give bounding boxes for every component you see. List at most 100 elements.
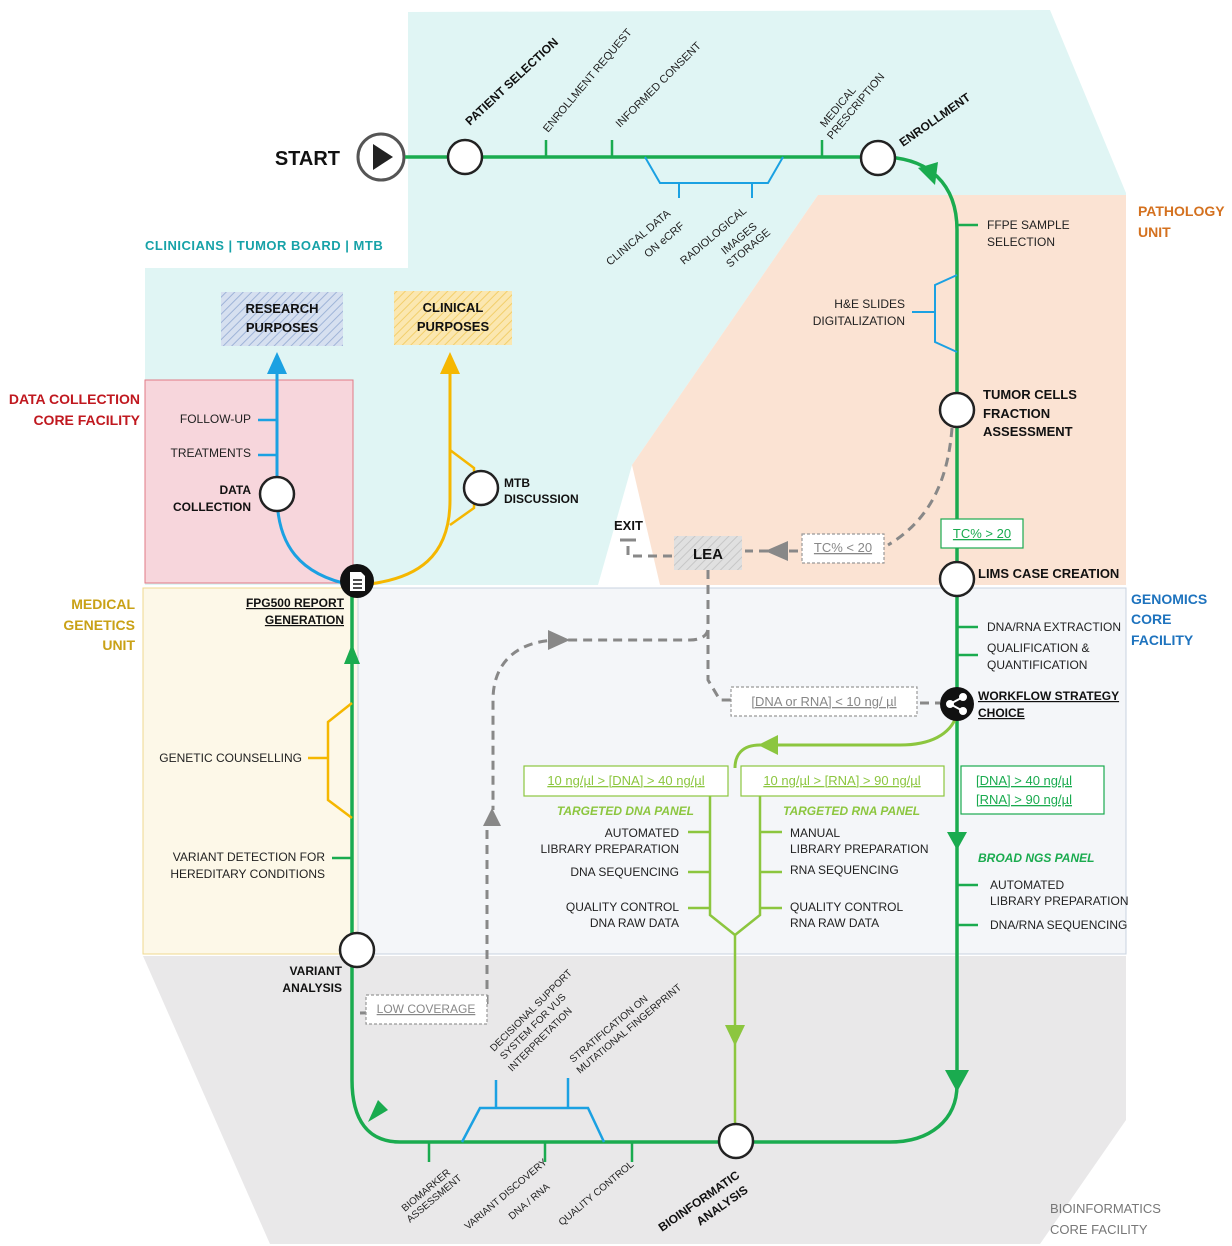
svg-text:LEA: LEA [693,546,723,563]
play-icon [373,144,393,170]
ffpe-label-2: SELECTION [987,235,1055,249]
tumor-cells-node[interactable] [938,391,976,429]
svg-text:CLINICAL: CLINICAL [423,300,484,315]
report-node[interactable] [340,564,374,598]
arrow-targeted-down [725,1025,745,1046]
data-collection-area-title-1: DATA COLLECTION [9,391,140,407]
mtb-label-2: DISCUSSION [504,492,579,506]
variant-analysis-label-2: ANALYSIS [282,981,342,995]
workflow-label-2: CHOICE [978,706,1025,720]
data-collection-label-1: DATA [219,483,251,497]
share-icon [946,693,967,715]
arrow-clinical [440,352,460,374]
tumor-cells-label-1: TUMOR CELLS [983,387,1077,402]
rna-qc-label-1: QUALITY CONTROL [790,900,903,914]
dna-range-box: 10 ng/µl > [DNA] > 40 ng/µl [523,765,729,797]
tc-low-path [887,427,954,547]
arrow-research [267,352,287,374]
variant-detection-label-1: VARIANT DETECTION FOR [173,850,326,864]
broad-condition-box: [DNA] > 40 ng/µl [RNA] > 90 ng/µl [960,765,1105,815]
variant-detection-label-2: HEREDITARY CONDITIONS [170,867,325,881]
exit-label: EXIT [614,518,643,533]
svg-text:TC% < 20: TC% < 20 [814,540,872,555]
arrow-targeted [758,735,778,755]
svg-text:PURPOSES: PURPOSES [417,319,490,334]
bioinformatics-region [143,956,1126,1244]
pathology-area-title-2: UNIT [1138,224,1171,240]
bioinformatics-area-title-2: CORE FACILITY [1050,1222,1148,1237]
arrow-report [344,644,360,664]
rna-seq-label: RNA SEQUENCING [790,863,899,877]
treatments-label: TREATMENTS [171,446,251,460]
svg-text:TC% > 20: TC% > 20 [953,526,1011,541]
dna-auto-label-2: LIBRARY PREPARATION [541,842,680,856]
bioinfo-bracket [460,1106,606,1143]
svg-text:PURPOSES: PURPOSES [246,320,319,335]
broad-seq-label: DNA/RNA SEQUENCING [990,918,1127,932]
dna-qc-label-2: DNA RAW DATA [590,916,679,930]
medical-genetics-area-title-2: GENETICS [63,617,135,633]
targeted-dna-panel-title: TARGETED DNA PANEL [557,804,694,818]
clinical-data-bracket [644,156,784,184]
medical-genetics-area-title-1: MEDICAL [71,596,135,612]
clinicians-area-title: CLINICIANS | TUMOR BOARD | MTB [145,238,383,253]
tumor-cells-label-2: FRACTION [983,406,1050,421]
rna-range-box: 10 ng/µl > [RNA] > 90 ng/µl [740,765,945,797]
clinical-path [359,372,452,587]
targeted-branch [733,714,959,769]
arrow-grey-right [548,630,570,650]
enrollment-node[interactable] [859,139,897,177]
tumor-cells-label-3: ASSESSMENT [983,424,1073,439]
svg-text:[RNA] > 90 ng/µl: [RNA] > 90 ng/µl [976,792,1072,807]
data-collection-node[interactable] [258,475,296,513]
qualification-label-2: QUANTIFICATION [987,658,1087,672]
low-conc-path [706,630,735,702]
svg-text:[DNA] > 40 ng/µl: [DNA] > 40 ng/µl [976,773,1072,788]
variant-analysis-node[interactable] [338,931,376,969]
report-label-1: FPG500 REPORT [246,596,345,610]
arrow-broad [947,832,967,850]
he-slides-bracket [934,274,958,353]
dna-qc-label-1: QUALITY CONTROL [566,900,679,914]
pathology-region [632,195,1126,585]
data-collection-area-title-2: CORE FACILITY [33,412,140,428]
medical-genetics-region [142,587,359,955]
svg-text:10 ng/µl > [RNA] > 90 ng/µl: 10 ng/µl > [RNA] > 90 ng/µl [763,773,920,788]
variant-analysis-label-1: VARIANT [290,964,343,978]
arrow-bioinfo-down [945,1070,969,1092]
workflow-strategy-node[interactable] [940,687,974,721]
patient-selection-node[interactable] [446,138,484,176]
targeted-rna-panel-title: TARGETED RNA PANEL [783,804,920,818]
bioinformatic-node[interactable] [717,1122,755,1160]
lea-box[interactable]: LEA [674,536,742,570]
data-collection-region [144,379,354,584]
mtb-node[interactable] [462,469,500,507]
genomics-area-title-1: GENOMICS [1131,591,1207,607]
mtb-label-1: MTB [504,476,530,490]
lims-node[interactable] [938,560,976,598]
arrow-upward-grey [483,808,501,826]
document-icon [350,572,365,591]
tc-high-box: TC% > 20 [940,518,1024,549]
follow-up-label: FOLLOW-UP [180,412,251,426]
he-slides-label-1: H&E SLIDES [834,297,905,311]
report-label-2: GENERATION [265,613,344,627]
tc-low-box: TC% < 20 [801,533,885,564]
dna-seq-label: DNA SEQUENCING [570,865,679,879]
lims-label: LIMS CASE CREATION [978,566,1119,581]
svg-text:[DNA or RNA] < 10 ng/ µl: [DNA or RNA] < 10 ng/ µl [751,694,896,709]
rna-manual-label-2: LIBRARY PREPARATION [790,842,929,856]
broad-panel-title: BROAD NGS PANEL [978,851,1094,865]
genetic-counselling-bracket [326,702,353,819]
arrow-lea [765,541,788,561]
extraction-label: DNA/RNA EXTRACTION [987,620,1121,634]
clinical-purposes-box: CLINICAL PURPOSES [394,291,512,345]
pathology-area-title-1: PATHOLOGY [1138,203,1225,219]
low-conc-box: [DNA or RNA] < 10 ng/ µl [730,686,918,717]
start-label: START [275,148,340,170]
start-button[interactable] [356,132,406,182]
genomics-area-title-2: CORE [1131,611,1171,627]
qualification-label-1: QUALIFICATION & [987,641,1089,655]
rna-manual-label-1: MANUAL [790,826,840,840]
